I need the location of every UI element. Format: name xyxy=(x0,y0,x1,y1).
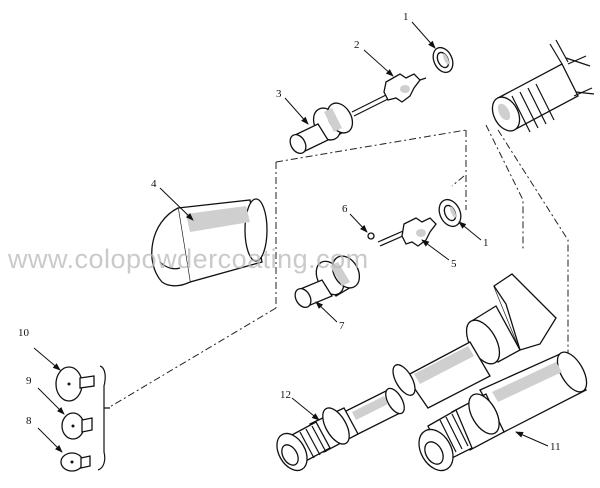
part-1-upper-oring xyxy=(432,46,454,74)
disc-group-bracket xyxy=(97,365,110,471)
callout-8: 8 xyxy=(26,415,32,427)
part-5-electrode-holder xyxy=(377,217,437,247)
callout-9: 9 xyxy=(26,375,32,387)
callout-2: 2 xyxy=(354,39,360,51)
part-3-electrode xyxy=(289,102,354,154)
part-12-front-nozzle xyxy=(276,387,405,472)
part-7-electrode xyxy=(294,255,361,308)
leader-arrows xyxy=(33,21,549,453)
callout-7: 7 xyxy=(339,320,345,332)
nozzle-body xyxy=(392,273,557,409)
part-1-lower-oring xyxy=(438,198,462,228)
callout-12: 12 xyxy=(280,389,291,401)
callout-5: 5 xyxy=(451,258,457,270)
assembly-lines xyxy=(107,124,569,409)
callout-1-lower: 1 xyxy=(483,237,489,249)
part-11-rear-nozzle xyxy=(418,351,588,472)
watermark-text: www.colopowdercoating.com xyxy=(7,244,369,274)
callout-11: 11 xyxy=(550,441,561,453)
callout-10: 10 xyxy=(18,327,30,339)
part-9-deflector-disc xyxy=(61,412,93,440)
callout-3: 3 xyxy=(276,88,282,100)
part-6-pin xyxy=(367,232,375,240)
callout-4: 4 xyxy=(151,178,157,190)
part-8-deflector-disc xyxy=(60,452,91,472)
part-10-deflector-disc xyxy=(55,366,95,402)
callout-6: 6 xyxy=(342,203,348,215)
part-2-electrode-holder xyxy=(351,73,427,117)
callout-1-upper: 1 xyxy=(403,11,409,23)
part-4-sleeve xyxy=(151,198,268,287)
cable-connector xyxy=(491,39,595,133)
